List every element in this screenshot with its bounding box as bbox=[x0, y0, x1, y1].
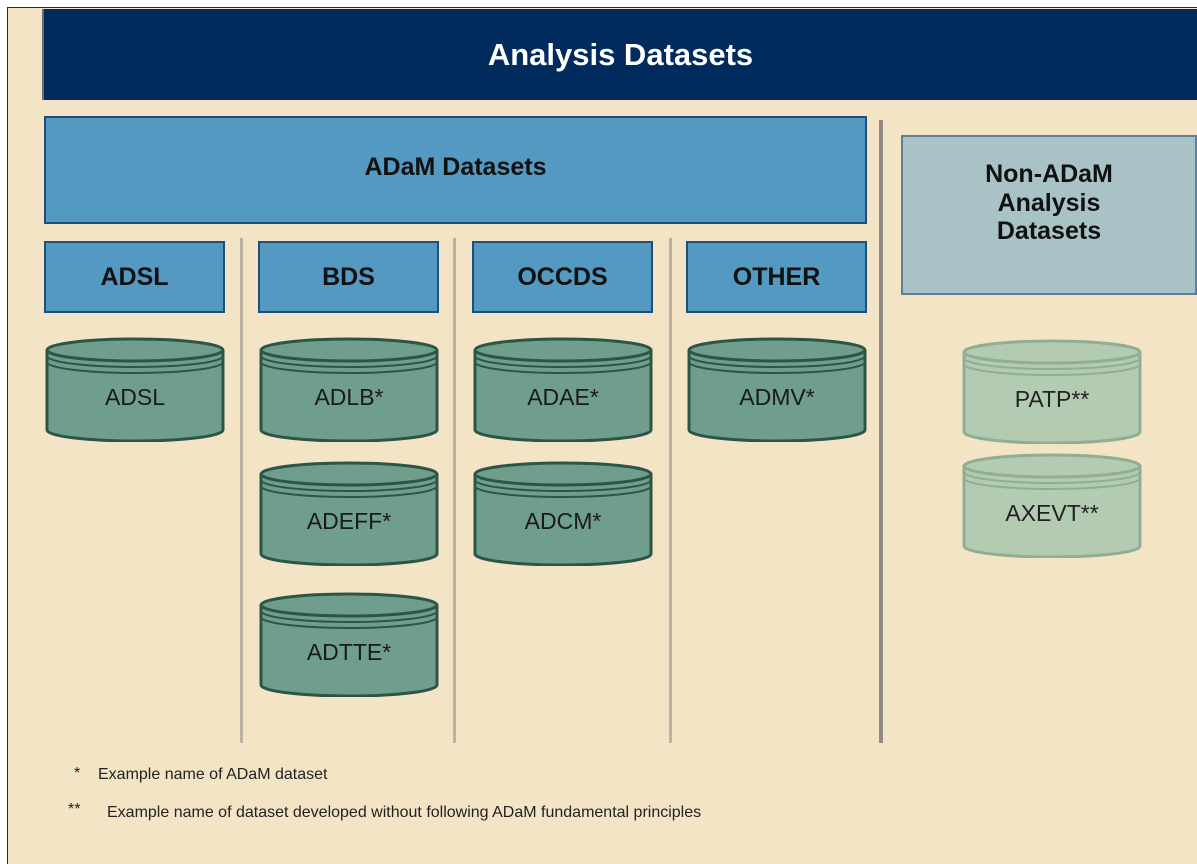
database-cylinder-icon bbox=[473, 461, 653, 566]
dataset-adlb: ADLB* bbox=[259, 336, 439, 442]
dataset-adsl: ADSL bbox=[45, 336, 225, 442]
category-bds: BDS bbox=[258, 241, 439, 313]
dataset-adeff: ADEFF* bbox=[259, 460, 439, 566]
non-adam-label-line-3: Datasets bbox=[996, 217, 1102, 246]
non-adam-datasets-box: Non-ADaM Analysis Datasets bbox=[901, 135, 1197, 295]
dataset-axevt: AXEVT** bbox=[962, 452, 1142, 558]
dataset-label: ADSL bbox=[104, 384, 166, 410]
dataset-admv: ADMV* bbox=[687, 336, 867, 442]
column-divider bbox=[669, 238, 672, 743]
column-divider bbox=[240, 238, 243, 743]
database-cylinder-icon bbox=[962, 453, 1142, 558]
dataset-patp: PATP** bbox=[962, 338, 1142, 444]
diagram-title-text: Analysis Datasets bbox=[487, 36, 754, 72]
footnote-text-1: Example name of ADaM dataset bbox=[98, 766, 328, 783]
dataset-label: ADAE* bbox=[527, 384, 599, 410]
dataset-label: ADEFF* bbox=[306, 508, 392, 534]
non-adam-label-line-1: Non-ADaM bbox=[985, 159, 1113, 188]
dataset-label: ADTTE* bbox=[306, 639, 392, 665]
database-cylinder-icon bbox=[962, 339, 1142, 444]
category-label: BDS bbox=[322, 262, 375, 291]
database-cylinder-icon bbox=[259, 592, 439, 697]
category-occds: OCCDS bbox=[472, 241, 653, 313]
dataset-adtte: ADTTE* bbox=[259, 591, 439, 697]
dataset-label: ADCM* bbox=[524, 508, 602, 534]
category-other: OTHER bbox=[686, 241, 867, 313]
dataset-label: ADLB* bbox=[314, 384, 384, 410]
footnote-marker-2: ** bbox=[68, 801, 81, 818]
category-adsl: ADSL bbox=[44, 241, 225, 313]
non-adam-label-line-2: Analysis bbox=[997, 188, 1101, 217]
adam-datasets-box: ADaM Datasets bbox=[44, 116, 867, 224]
category-label: OCCDS bbox=[517, 262, 608, 291]
footnote-text-2: Example name of dataset developed withou… bbox=[107, 804, 702, 821]
category-label: ADSL bbox=[100, 262, 169, 291]
column-divider bbox=[453, 238, 456, 743]
diagram-title: Analysis Datasets bbox=[44, 9, 1197, 100]
footnote-marker-1: * bbox=[74, 765, 81, 782]
dataset-label: PATP** bbox=[1014, 386, 1090, 412]
dataset-label: AXEVT** bbox=[1005, 500, 1099, 526]
dataset-label: ADMV* bbox=[739, 384, 815, 410]
database-cylinder-icon bbox=[259, 461, 439, 566]
database-cylinder-icon bbox=[45, 337, 225, 442]
group-divider bbox=[879, 120, 883, 743]
dataset-adcm: ADCM* bbox=[473, 460, 653, 566]
dataset-adae: ADAE* bbox=[473, 336, 653, 442]
header-shadow bbox=[42, 9, 45, 100]
database-cylinder-icon bbox=[473, 337, 653, 442]
database-cylinder-icon bbox=[687, 337, 867, 442]
adam-datasets-label: ADaM Datasets bbox=[364, 152, 547, 181]
database-cylinder-icon bbox=[259, 337, 439, 442]
category-label: OTHER bbox=[732, 262, 821, 291]
